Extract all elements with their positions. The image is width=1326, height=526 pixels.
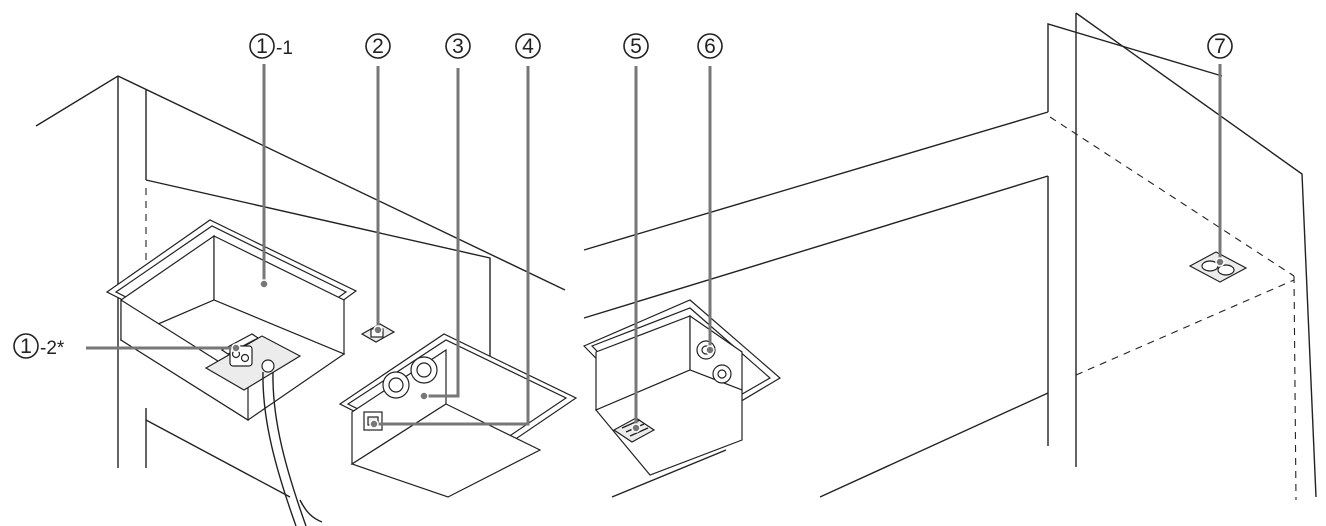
callout-3: 3 [445, 33, 471, 59]
callout-5: 5 [623, 33, 649, 59]
callout-3-number: 3 [452, 35, 464, 58]
callout-4-number: 4 [522, 35, 534, 58]
callout-6: 6 [697, 33, 723, 59]
right-piano-body [1047, 12, 1317, 501]
callout-1-1-number: 1 [256, 35, 268, 58]
callout-1-2-suffix: -2* [40, 338, 65, 359]
callout-7: 7 [1207, 33, 1233, 59]
callout-1-1-suffix: -1 [276, 38, 293, 59]
callout-6-number: 6 [704, 35, 716, 58]
leader-lines [86, 64, 1225, 433]
callout-4: 4 [515, 33, 541, 59]
callout-1-2-number: 1 [20, 335, 32, 358]
power-box [105, 219, 358, 526]
jack-box [338, 333, 578, 498]
callout-1-2: 1 -2* [13, 333, 65, 359]
middle-piano-body [583, 111, 1049, 498]
callout-1-1: 1 -1 [249, 33, 293, 59]
headphone-box [582, 299, 782, 476]
callout-2-number: 2 [372, 35, 384, 58]
callout-2: 2 [365, 33, 391, 59]
callout-5-number: 5 [630, 35, 642, 58]
left-piano-body [35, 75, 566, 498]
callout-7-number: 7 [1214, 35, 1226, 58]
